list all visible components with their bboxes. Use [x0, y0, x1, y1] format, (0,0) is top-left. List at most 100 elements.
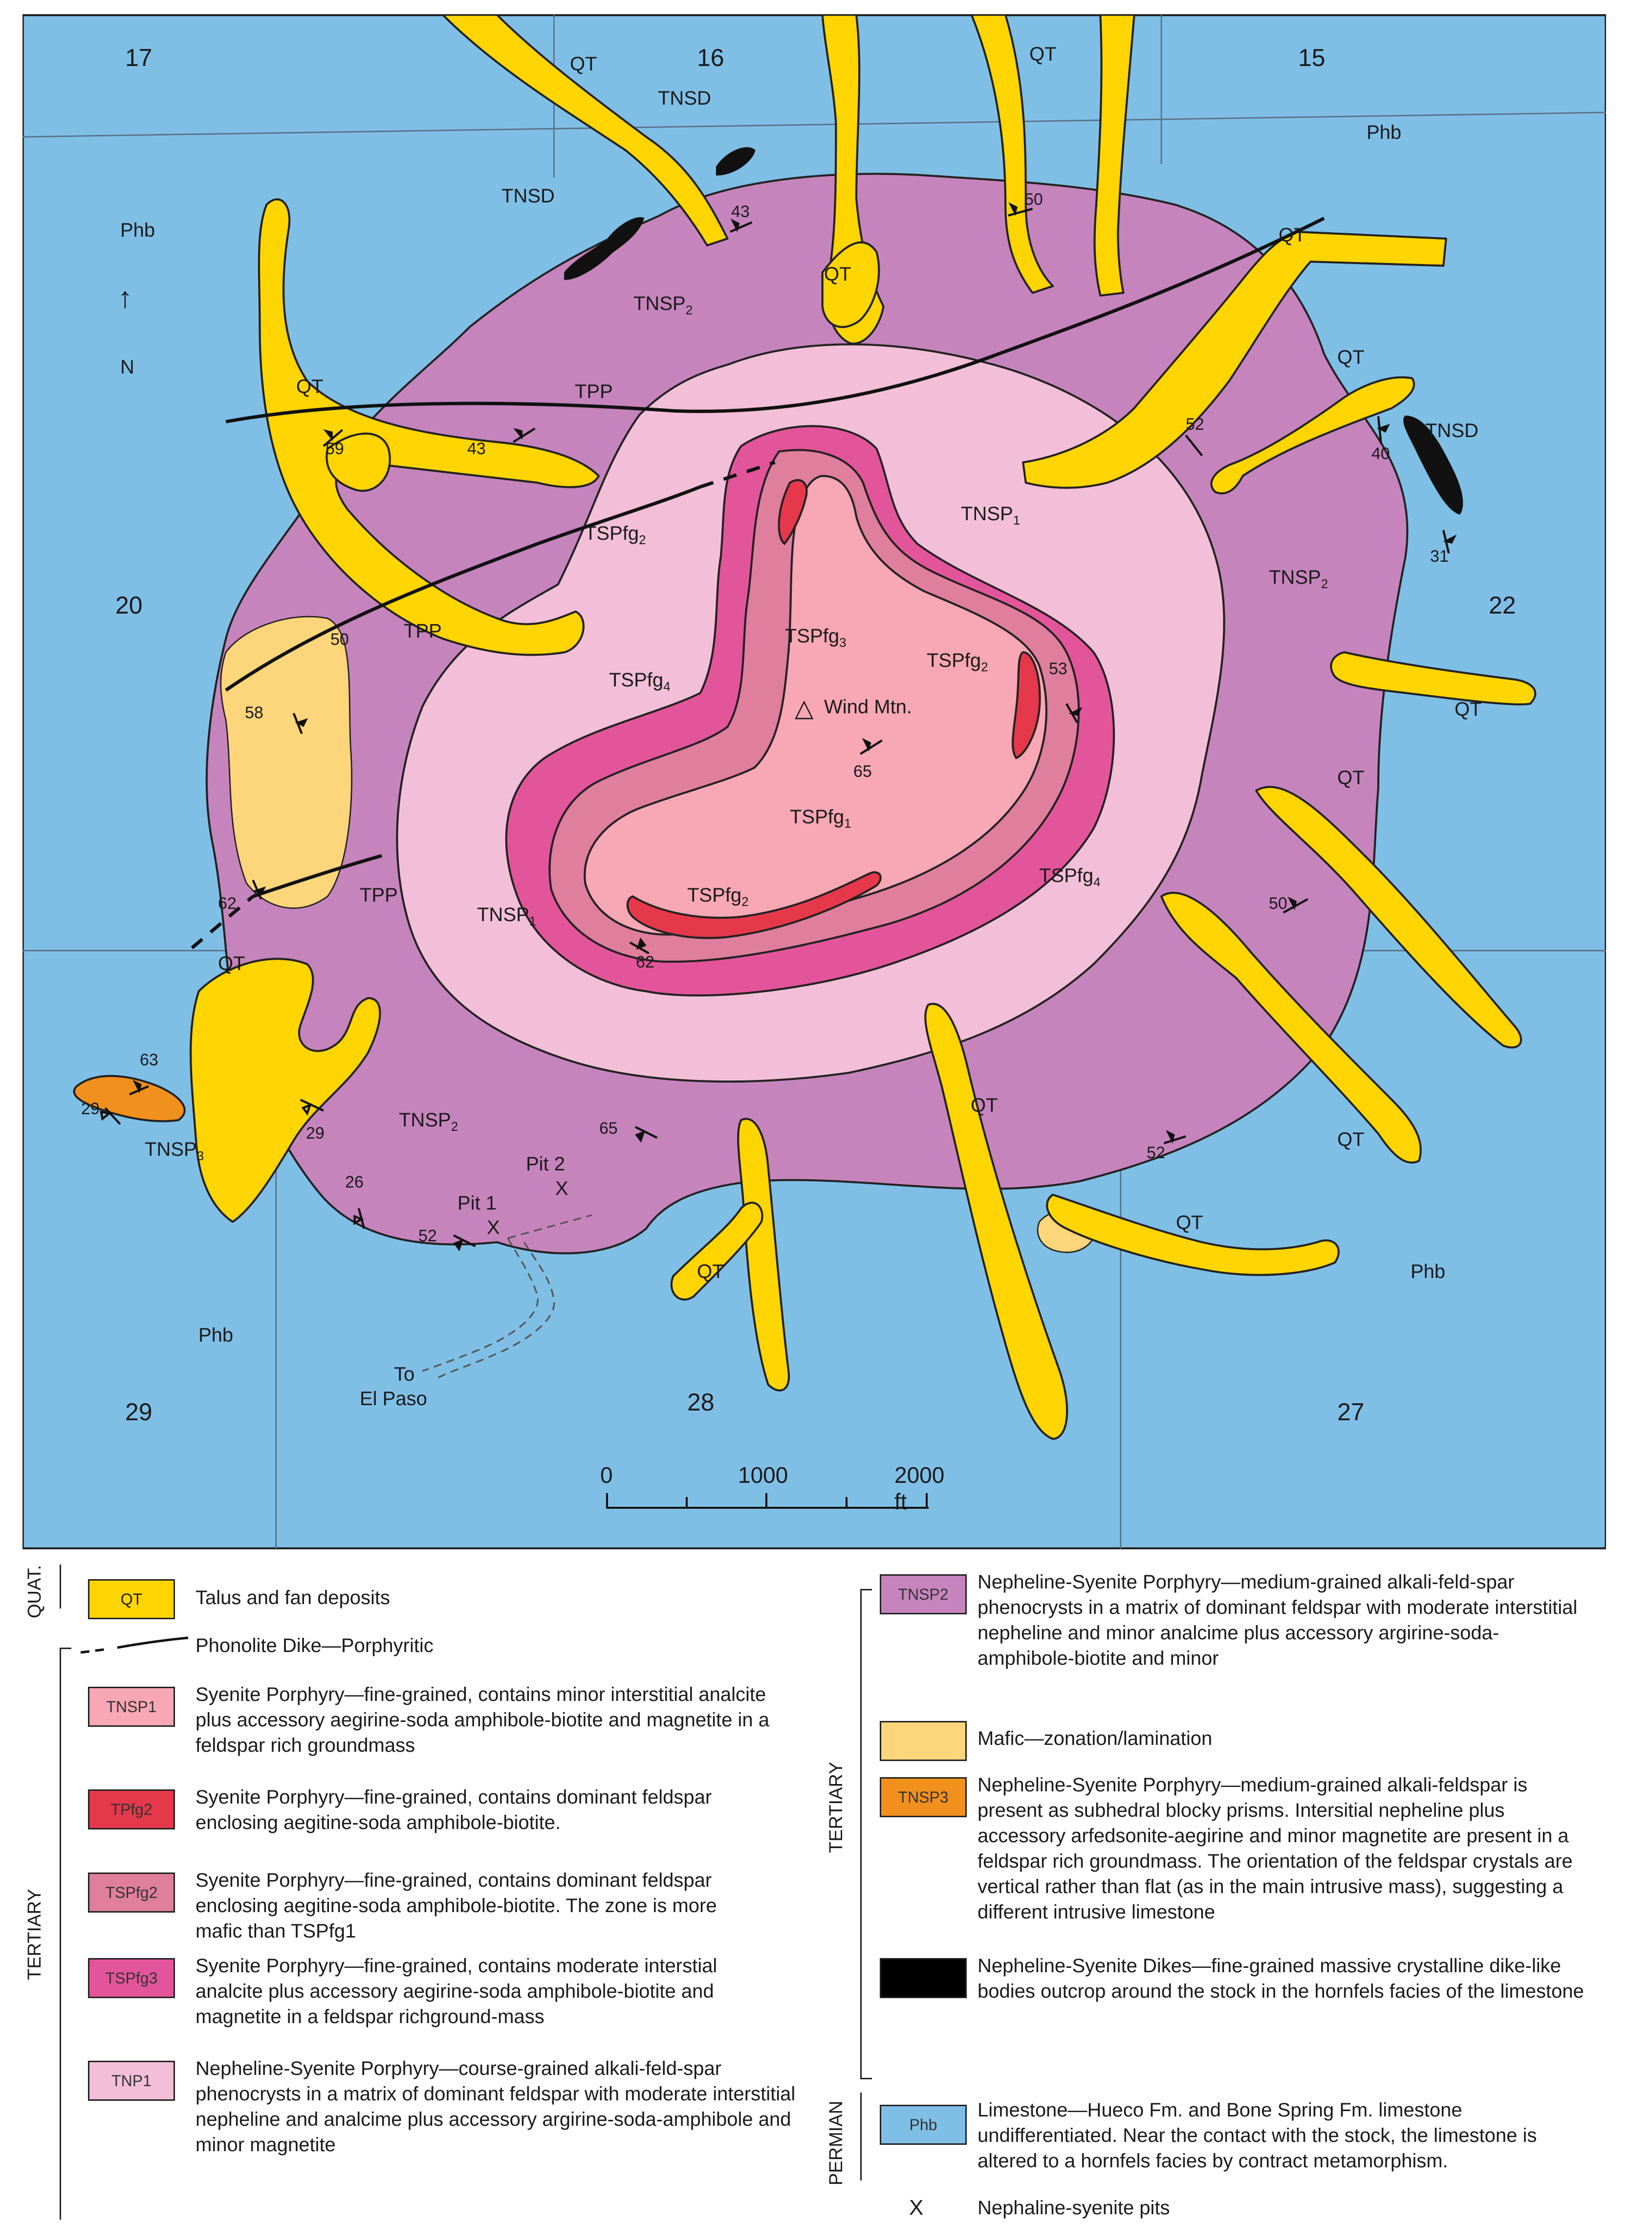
legend-swatch-tnsp1: TNSP1 [88, 1687, 175, 1727]
section-27: 27 [1337, 1398, 1365, 1426]
tspfg2-lenses [626, 479, 1041, 939]
unit-label-qt: QT [1337, 767, 1365, 789]
legend-swatch-mafic [880, 1721, 967, 1761]
scale-tick [606, 1493, 608, 1508]
legend-text-tpfg2: Syenite Porphyry—fine-grained, contains … [196, 1786, 712, 1833]
unit-label-tnsp2: TNSP2 [1269, 567, 1328, 591]
unit-label-qt: QT [971, 1095, 998, 1116]
unit-label-phb: Phb [1411, 1261, 1446, 1282]
peak-label: Wind Mtn. [824, 696, 913, 718]
tnsp3-body [73, 1075, 186, 1123]
dip-value: 31 [1430, 547, 1449, 566]
map-labels: 17 16 15 20 22 29 28 27 Phb Phb Phb Phb … [22, 14, 1606, 1549]
unit-label-tspfg4: TSPfg4 [609, 669, 671, 694]
legend-text-tnsp1: Syenite Porphyry—fine-grained, contains … [196, 1684, 770, 1756]
unit-label-phb: Phb [198, 1324, 234, 1346]
unit-label-tnsp3: TNSP3 [145, 1139, 204, 1163]
qt-deposits [190, 14, 1537, 1440]
unit-label-tspfg3: TSPfg3 [785, 625, 847, 650]
dip-value: 52 [1186, 415, 1204, 434]
tnsd-dikes [564, 147, 1463, 515]
road-label-to: To [394, 1364, 415, 1385]
scale-tick-label: 1000 [738, 1462, 788, 1488]
era-quat-label: QUAT. [24, 1564, 45, 1618]
era-tertiary-right-bracket [860, 1589, 862, 2078]
legend-text-phb: Limestone—Hueco Fm. and Bone Spring Fm. … [978, 2099, 1537, 2172]
era-permian-bracket [860, 2093, 862, 2181]
unit-label-qt: QT [1279, 224, 1306, 246]
tertiary-right-tick-bottom [860, 2078, 872, 2079]
scale-bar: 0 1000 2000 ft [600, 1462, 944, 1520]
section-28: 28 [687, 1388, 715, 1416]
scale-tick [765, 1493, 767, 1508]
unit-label-qt: QT [697, 1261, 724, 1282]
unit-label-tnsd: TNSD [501, 185, 555, 207]
unit-label-qt: QT [296, 376, 324, 397]
era-permian-label: PERMIAN [826, 2100, 847, 2185]
unit-label-qt: QT [1337, 347, 1365, 368]
scale-tick [686, 1497, 688, 1508]
pit-1-label: Pit 1 [457, 1192, 497, 1214]
unit-label-tnsp2: TNSP2 [399, 1109, 458, 1134]
scale-tick-label: 2000 ft [894, 1462, 945, 1514]
unit-label-tnsd: TNSD [658, 88, 711, 109]
pit-2-label: Pit 2 [526, 1153, 565, 1175]
section-22: 22 [1489, 592, 1516, 619]
unit-label-qt: QT [1455, 699, 1482, 720]
pit-1-marker: X [487, 1217, 500, 1238]
unit-label-phb: Phb [1367, 122, 1402, 143]
unit-label-tspfg2: TSPfg2 [687, 884, 749, 909]
legend-swatch-tpfg2: TPfg2 [88, 1789, 175, 1829]
unit-label-tpp: TPP [404, 620, 442, 642]
dip-value: 58 [245, 704, 263, 722]
section-20: 20 [115, 592, 143, 619]
geologic-map [22, 14, 1606, 1549]
tertiary-top-tick [60, 1648, 71, 1649]
unit-label-tnsp1: TNSP1 [477, 904, 537, 928]
legend-swatch-tnsp2: TNSP2 [880, 1574, 967, 1614]
legend-text-pits: Nephaline-syenite pits [978, 2197, 1170, 2219]
scale-tick [846, 1497, 848, 1508]
unit-label-tspfg4: TSPfg4 [1039, 865, 1101, 889]
unit-label-phb: Phb [120, 220, 155, 241]
scale-tick-label: 0 [600, 1462, 613, 1488]
pit-2-marker: X [555, 1178, 568, 1199]
dip-value: 53 [1049, 660, 1067, 678]
dip-value: 52 [418, 1227, 437, 1245]
unit-label-qt: QT [1029, 44, 1057, 65]
road-to-el-paso [422, 1214, 592, 1380]
dip-value: 62 [218, 894, 237, 913]
section-29: 29 [125, 1398, 152, 1426]
legend-text-tnsp3: Nepheline-Syenite Porphyry—medium-graine… [978, 1774, 1573, 1923]
legend-text-phonolite: Phonolite Dike—Porphyritic [196, 1635, 434, 1656]
dip-value: 26 [345, 1173, 364, 1191]
dip-value: 50 [330, 630, 349, 649]
unit-label-tnsp1: TNSP1 [961, 503, 1021, 528]
legend-text-tspfg2: Syenite Porphyry—fine-grained, contains … [196, 1870, 717, 1942]
scale-line [606, 1507, 929, 1509]
unit-label-tpp: TPP [575, 381, 613, 402]
legend-text-tnsp2: Nepheline-Syenite Porphyry—medium-graine… [978, 1571, 1578, 1669]
legend: QUAT. TERTIARY QT Talus and fan deposits… [0, 1560, 1652, 2225]
legend-text-tnp1: Nepheline-Syenite Porphyry—course-graine… [196, 2058, 796, 2156]
north-arrow-icon: ↑ [118, 281, 132, 314]
dip-value: 50 [1269, 894, 1287, 913]
dip-value: 29 [81, 1100, 100, 1118]
legend-text-qt: Talus and fan deposits [196, 1587, 391, 1608]
legend-text-mafic: Mafic—zonation/lamination [978, 1728, 1213, 1749]
tertiary-right-tick-top [860, 1589, 872, 1590]
era-quat-bracket [60, 1564, 61, 1608]
legend-swatch-tspfg2: TSPfg2 [88, 1873, 175, 1913]
section-17: 17 [125, 44, 152, 71]
dip-value: 62 [636, 953, 654, 971]
dip-value: 43 [467, 440, 486, 458]
unit-label-tpp: TPP [360, 884, 398, 906]
legend-swatch-qt: QT [88, 1579, 175, 1619]
era-tertiary-right-label: TERTIARY [826, 1762, 847, 1853]
dip-value: 52 [1147, 1144, 1165, 1162]
legend-phonolite-line-icon [80, 1636, 189, 1654]
dip-value: 40 [1371, 444, 1390, 463]
road-label-el-paso: El Paso [360, 1388, 427, 1410]
north-label: N [120, 356, 134, 378]
legend-text-tnsd: Nepheline-Syenite Dikes—fine-grained mas… [978, 1955, 1584, 2002]
